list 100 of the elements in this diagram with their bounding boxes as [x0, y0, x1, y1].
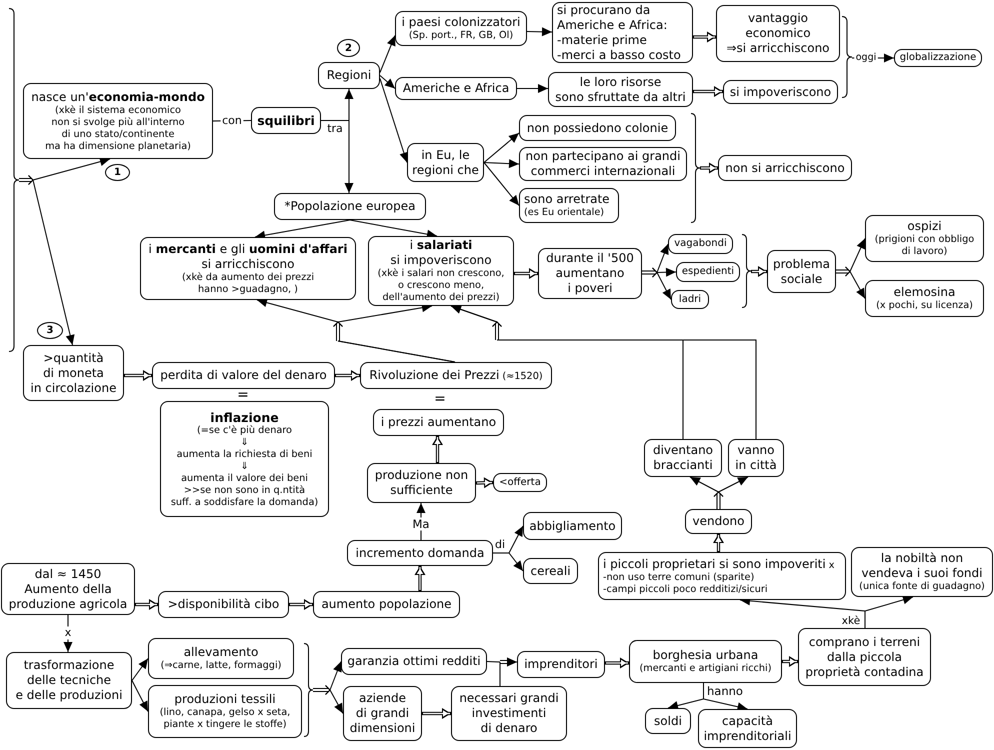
edge-label: hanno [706, 685, 744, 697]
edge-label: x [64, 627, 72, 639]
concept-text: *Popolazione europea [284, 199, 416, 214]
concept-title: squilibri [257, 113, 315, 128]
concept-text: si procurano da Americhe e Africa: -materie prime -merci a basso costo [557, 2, 681, 62]
concept-text: ospizi [907, 219, 942, 234]
concept-text: dal ≈ 1450 Aumento della produzione agricola [8, 566, 128, 612]
concept-box [723, 80, 838, 104]
note-text: (mercanti e artigiani ricchi) [640, 663, 772, 675]
number-circle [337, 39, 360, 57]
concept-text: trasformazione delle tecniche e delle produzioni [16, 658, 122, 703]
double-arrow [751, 266, 767, 277]
concept-box [851, 547, 993, 597]
concept-box [407, 143, 484, 182]
concept-box [493, 473, 547, 492]
double-arrow [414, 566, 426, 591]
arrow [132, 680, 148, 712]
double-arrow [432, 436, 443, 463]
concept-text: elemosina [894, 285, 956, 300]
concept-box [367, 463, 476, 503]
concept-box [519, 115, 676, 141]
concept-text: espedienti [682, 266, 734, 278]
concept-box [519, 188, 619, 223]
note-text: (es Eu orientale) [524, 207, 604, 219]
note-text: (⇒carne, latte, formaggi) [160, 660, 282, 672]
concept-text: vagabondi [674, 238, 727, 250]
arrow [642, 268, 672, 300]
concept-box [598, 552, 846, 600]
arrow [864, 595, 914, 628]
concept-box [865, 280, 984, 317]
double-arrow [124, 370, 152, 381]
callout-number: 2 [345, 42, 352, 54]
double-arrow [514, 268, 538, 279]
connector-line [212, 120, 252, 122]
concept-box [716, 5, 840, 62]
arrow [516, 84, 548, 93]
arrow [526, 27, 552, 36]
note-text: -non uso terre comuni (sparite) -campi piccoli poco redditizi/sicuri [603, 572, 768, 596]
concept-text: vantaggio economico ⇒si arricchiscono [726, 11, 830, 56]
number-circle [105, 164, 130, 181]
concept-box [517, 651, 605, 678]
double-arrow [335, 370, 360, 381]
concept-text: globalizzazione [900, 52, 976, 64]
concept-box [645, 708, 691, 734]
concept-text: la nobiltà non vendeva i suoi fondi [862, 551, 982, 581]
concept-box [451, 686, 567, 741]
double-arrow [605, 658, 629, 668]
concept-box [158, 591, 289, 618]
concept-box [538, 248, 642, 299]
concept-box [360, 362, 552, 389]
concept-box [274, 193, 426, 220]
concept-text: vendono [692, 514, 744, 529]
note-text: (unica fonte di guadagno) [859, 581, 985, 593]
concept-box [548, 72, 693, 107]
concept-text: vanno in città [735, 443, 777, 473]
concept-text: incremento domanda [356, 546, 484, 560]
concept-text: Rivoluzione dei Prezzi [369, 368, 500, 383]
concept-box [313, 591, 460, 618]
concept-box [148, 638, 294, 679]
concept-box [668, 234, 733, 254]
arrow [484, 159, 520, 168]
concept-box [523, 512, 622, 540]
arrow [852, 54, 894, 62]
concept-box [676, 262, 740, 282]
double-arrow [700, 162, 718, 174]
concept-box [347, 540, 493, 566]
note-text: (prigioni con obbligo di lavoro) [874, 234, 974, 258]
concept-text: in Eu, le regioni che [412, 148, 479, 178]
concept-text: le loro risorse sono sfruttate da altri [555, 74, 686, 104]
brace [304, 643, 313, 737]
concept-text: garanzia ottimi redditi [347, 654, 481, 669]
arrow [380, 78, 408, 163]
note-text: (xkè da aumento dei prezzi hanno >guadagno, ) [182, 272, 314, 296]
concept-box [894, 49, 982, 67]
note-text: (≈1520) [502, 371, 543, 383]
note-text: (xkè il sistema economico non si svolge più all'interno di uno stato/continente ma ha dimensione planetaria) [45, 104, 191, 152]
equals-sign: = [237, 388, 249, 402]
arrow [350, 220, 438, 239]
arrow [380, 35, 396, 73]
arrow [64, 614, 72, 652]
concept-title: inflazione [210, 410, 279, 424]
concept-text: soldi [654, 714, 682, 728]
edge-label: Ma [412, 518, 430, 530]
concept-text: i prezzi aumentano [380, 415, 496, 430]
note-text: (Sp. port., FR, GB, Ol) [408, 30, 514, 42]
edge-label: di [494, 539, 506, 551]
arrow [492, 552, 524, 572]
double-arrow [289, 599, 313, 610]
arrow [484, 132, 520, 163]
brace [691, 113, 700, 223]
edge-label: con [221, 115, 243, 127]
concept-box [395, 11, 527, 46]
concept-box [629, 640, 782, 683]
concept-text: produzioni tessili [174, 692, 276, 707]
concept-box [519, 147, 687, 181]
concept-text: nasce un'economia-mondo [31, 90, 205, 104]
arrow [416, 502, 426, 540]
edge-label: tra [326, 123, 344, 135]
concept-box [798, 628, 931, 686]
number-circle [37, 322, 63, 339]
